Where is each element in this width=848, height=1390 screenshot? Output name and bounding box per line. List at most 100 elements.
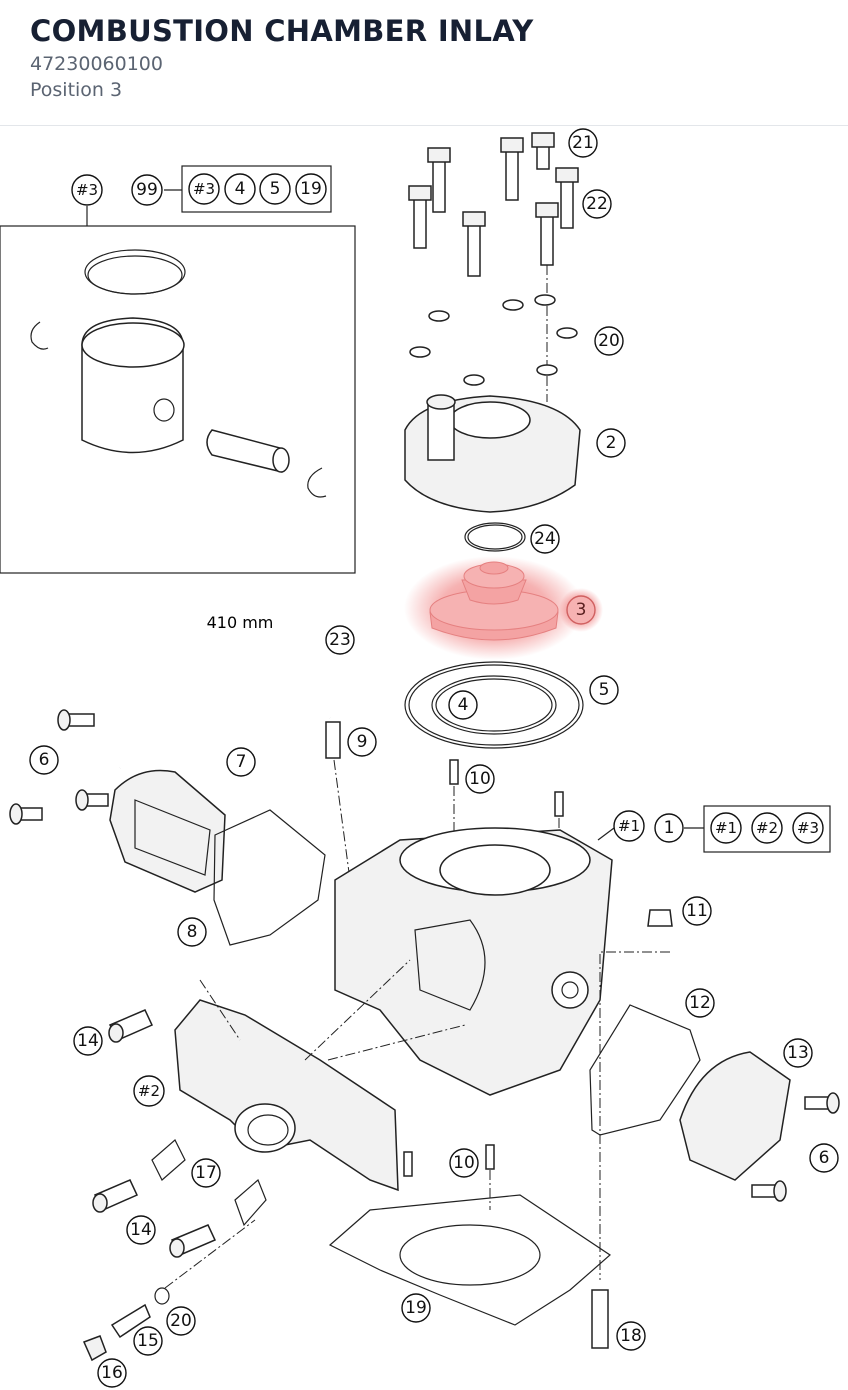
svg-text:8: 8: [187, 922, 198, 942]
kit-99-box: [181, 165, 332, 213]
svg-text:10: 10: [469, 769, 491, 789]
callout-10-bottom: 10: [449, 1148, 479, 1178]
callout-14-top: 14: [73, 1026, 103, 1056]
callout-15: 15: [133, 1326, 163, 1356]
position-label: Position 3: [30, 79, 123, 101]
kit-1-item-1: #1: [710, 812, 742, 844]
combustion-chamber-inlay-highlight: [404, 556, 603, 660]
svg-text:1: 1: [664, 818, 675, 838]
cylinder-head-bolts: [408, 132, 579, 277]
kit-1-item-2: #2: [751, 812, 783, 844]
callout-9: 9: [347, 727, 377, 757]
svg-text:#3: #3: [193, 180, 215, 198]
callout-4: 4: [448, 690, 478, 720]
callout-99: 99: [131, 174, 163, 206]
callout-1: 1: [654, 813, 684, 843]
svg-text:6: 6: [39, 750, 50, 770]
cylinder-head: [404, 394, 581, 513]
svg-text:#1: #1: [715, 819, 737, 837]
svg-text:15: 15: [137, 1331, 159, 1351]
callout-18: 18: [616, 1321, 646, 1351]
callout-11: 11: [682, 896, 712, 926]
svg-text:14: 14: [77, 1031, 99, 1051]
callout-24: 24: [530, 524, 560, 554]
svg-text:20: 20: [170, 1311, 192, 1331]
svg-text:#2: #2: [138, 1082, 160, 1100]
callout-2: 2: [596, 428, 626, 458]
callout-12: 12: [685, 988, 715, 1018]
gasket-8: [213, 809, 326, 946]
callout-20-top: 20: [594, 326, 624, 356]
svg-text:9: 9: [357, 732, 368, 752]
callout-14-bottom: 14: [126, 1215, 156, 1245]
svg-text:99: 99: [136, 180, 158, 200]
callout-8: 8: [177, 917, 207, 947]
callout-19: 19: [401, 1293, 431, 1323]
kit-99-item-1: #3: [188, 173, 220, 205]
washers: [409, 294, 578, 386]
svg-text:23: 23: [329, 630, 351, 650]
callout-20-bottom: 20: [166, 1306, 196, 1336]
kit-1-box: [703, 805, 831, 853]
svg-text:4: 4: [235, 179, 246, 199]
page-title: COMBUSTION CHAMBER INLAY: [30, 14, 534, 48]
svg-text:4: 4: [458, 695, 469, 715]
nipple: [325, 721, 341, 759]
callout-3-highlighted[interactable]: 3: [566, 595, 596, 625]
svg-text:5: 5: [270, 179, 281, 199]
svg-text:17: 17: [195, 1163, 217, 1183]
callout-hash-3: #3: [71, 174, 103, 206]
svg-text:5: 5: [599, 680, 610, 700]
kit-99-item-2: 4: [224, 173, 256, 205]
gasket-12: [589, 1004, 701, 1136]
callout-6-left: 6: [29, 745, 59, 775]
svg-text:#3: #3: [76, 181, 98, 199]
svg-text:11: 11: [686, 901, 708, 921]
callout-7: 7: [226, 747, 256, 777]
svg-text:16: 16: [101, 1363, 123, 1383]
svg-text:6: 6: [819, 1148, 830, 1168]
svg-text:#1: #1: [618, 817, 640, 835]
cylinder: [334, 827, 613, 1096]
svg-text:20: 20: [598, 331, 620, 351]
callout-16: 16: [97, 1358, 127, 1388]
callout-10-top: 10: [465, 764, 495, 794]
callout-hash-2: #2: [133, 1075, 165, 1107]
callout-hash-1: #1: [613, 810, 645, 842]
svg-text:#2: #2: [756, 819, 778, 837]
part-number: 47230060100: [30, 53, 163, 75]
svg-text:#3: #3: [797, 819, 819, 837]
svg-text:22: 22: [586, 194, 608, 214]
svg-text:18: 18: [620, 1326, 642, 1346]
svg-text:13: 13: [787, 1043, 809, 1063]
intake-flange: [174, 999, 399, 1192]
callout-21: 21: [568, 128, 598, 158]
svg-text:12: 12: [689, 993, 711, 1013]
cover-13: [679, 1051, 791, 1181]
page-header: COMBUSTION CHAMBER INLAY 47230060100 Pos…: [0, 0, 848, 126]
callout-23: 23: [325, 625, 355, 655]
svg-text:7: 7: [236, 752, 247, 772]
svg-text:3: 3: [576, 600, 587, 620]
cylinder-head-gasket-inner: [431, 675, 557, 735]
svg-text:21: 21: [572, 133, 594, 153]
base-gasket: [328, 1194, 611, 1326]
stud: [591, 1289, 609, 1349]
callout-22: 22: [582, 189, 612, 219]
screws-left: [9, 709, 109, 825]
callout-6-right: 6: [809, 1143, 839, 1173]
svg-text:10: 10: [453, 1153, 475, 1173]
cylinder-head-gasket-outer: [404, 661, 584, 749]
hose-length-label: 410 mm: [207, 613, 274, 632]
callout-17: 17: [191, 1158, 221, 1188]
svg-text:19: 19: [300, 179, 322, 199]
svg-text:14: 14: [130, 1220, 152, 1240]
svg-text:19: 19: [405, 1298, 427, 1318]
valve-cover: [109, 769, 226, 893]
callout-5: 5: [589, 675, 619, 705]
svg-text:2: 2: [606, 433, 617, 453]
o-ring: [464, 522, 526, 552]
kit-99-item-4: 19: [295, 173, 327, 205]
piston-kit-box: [0, 225, 356, 574]
